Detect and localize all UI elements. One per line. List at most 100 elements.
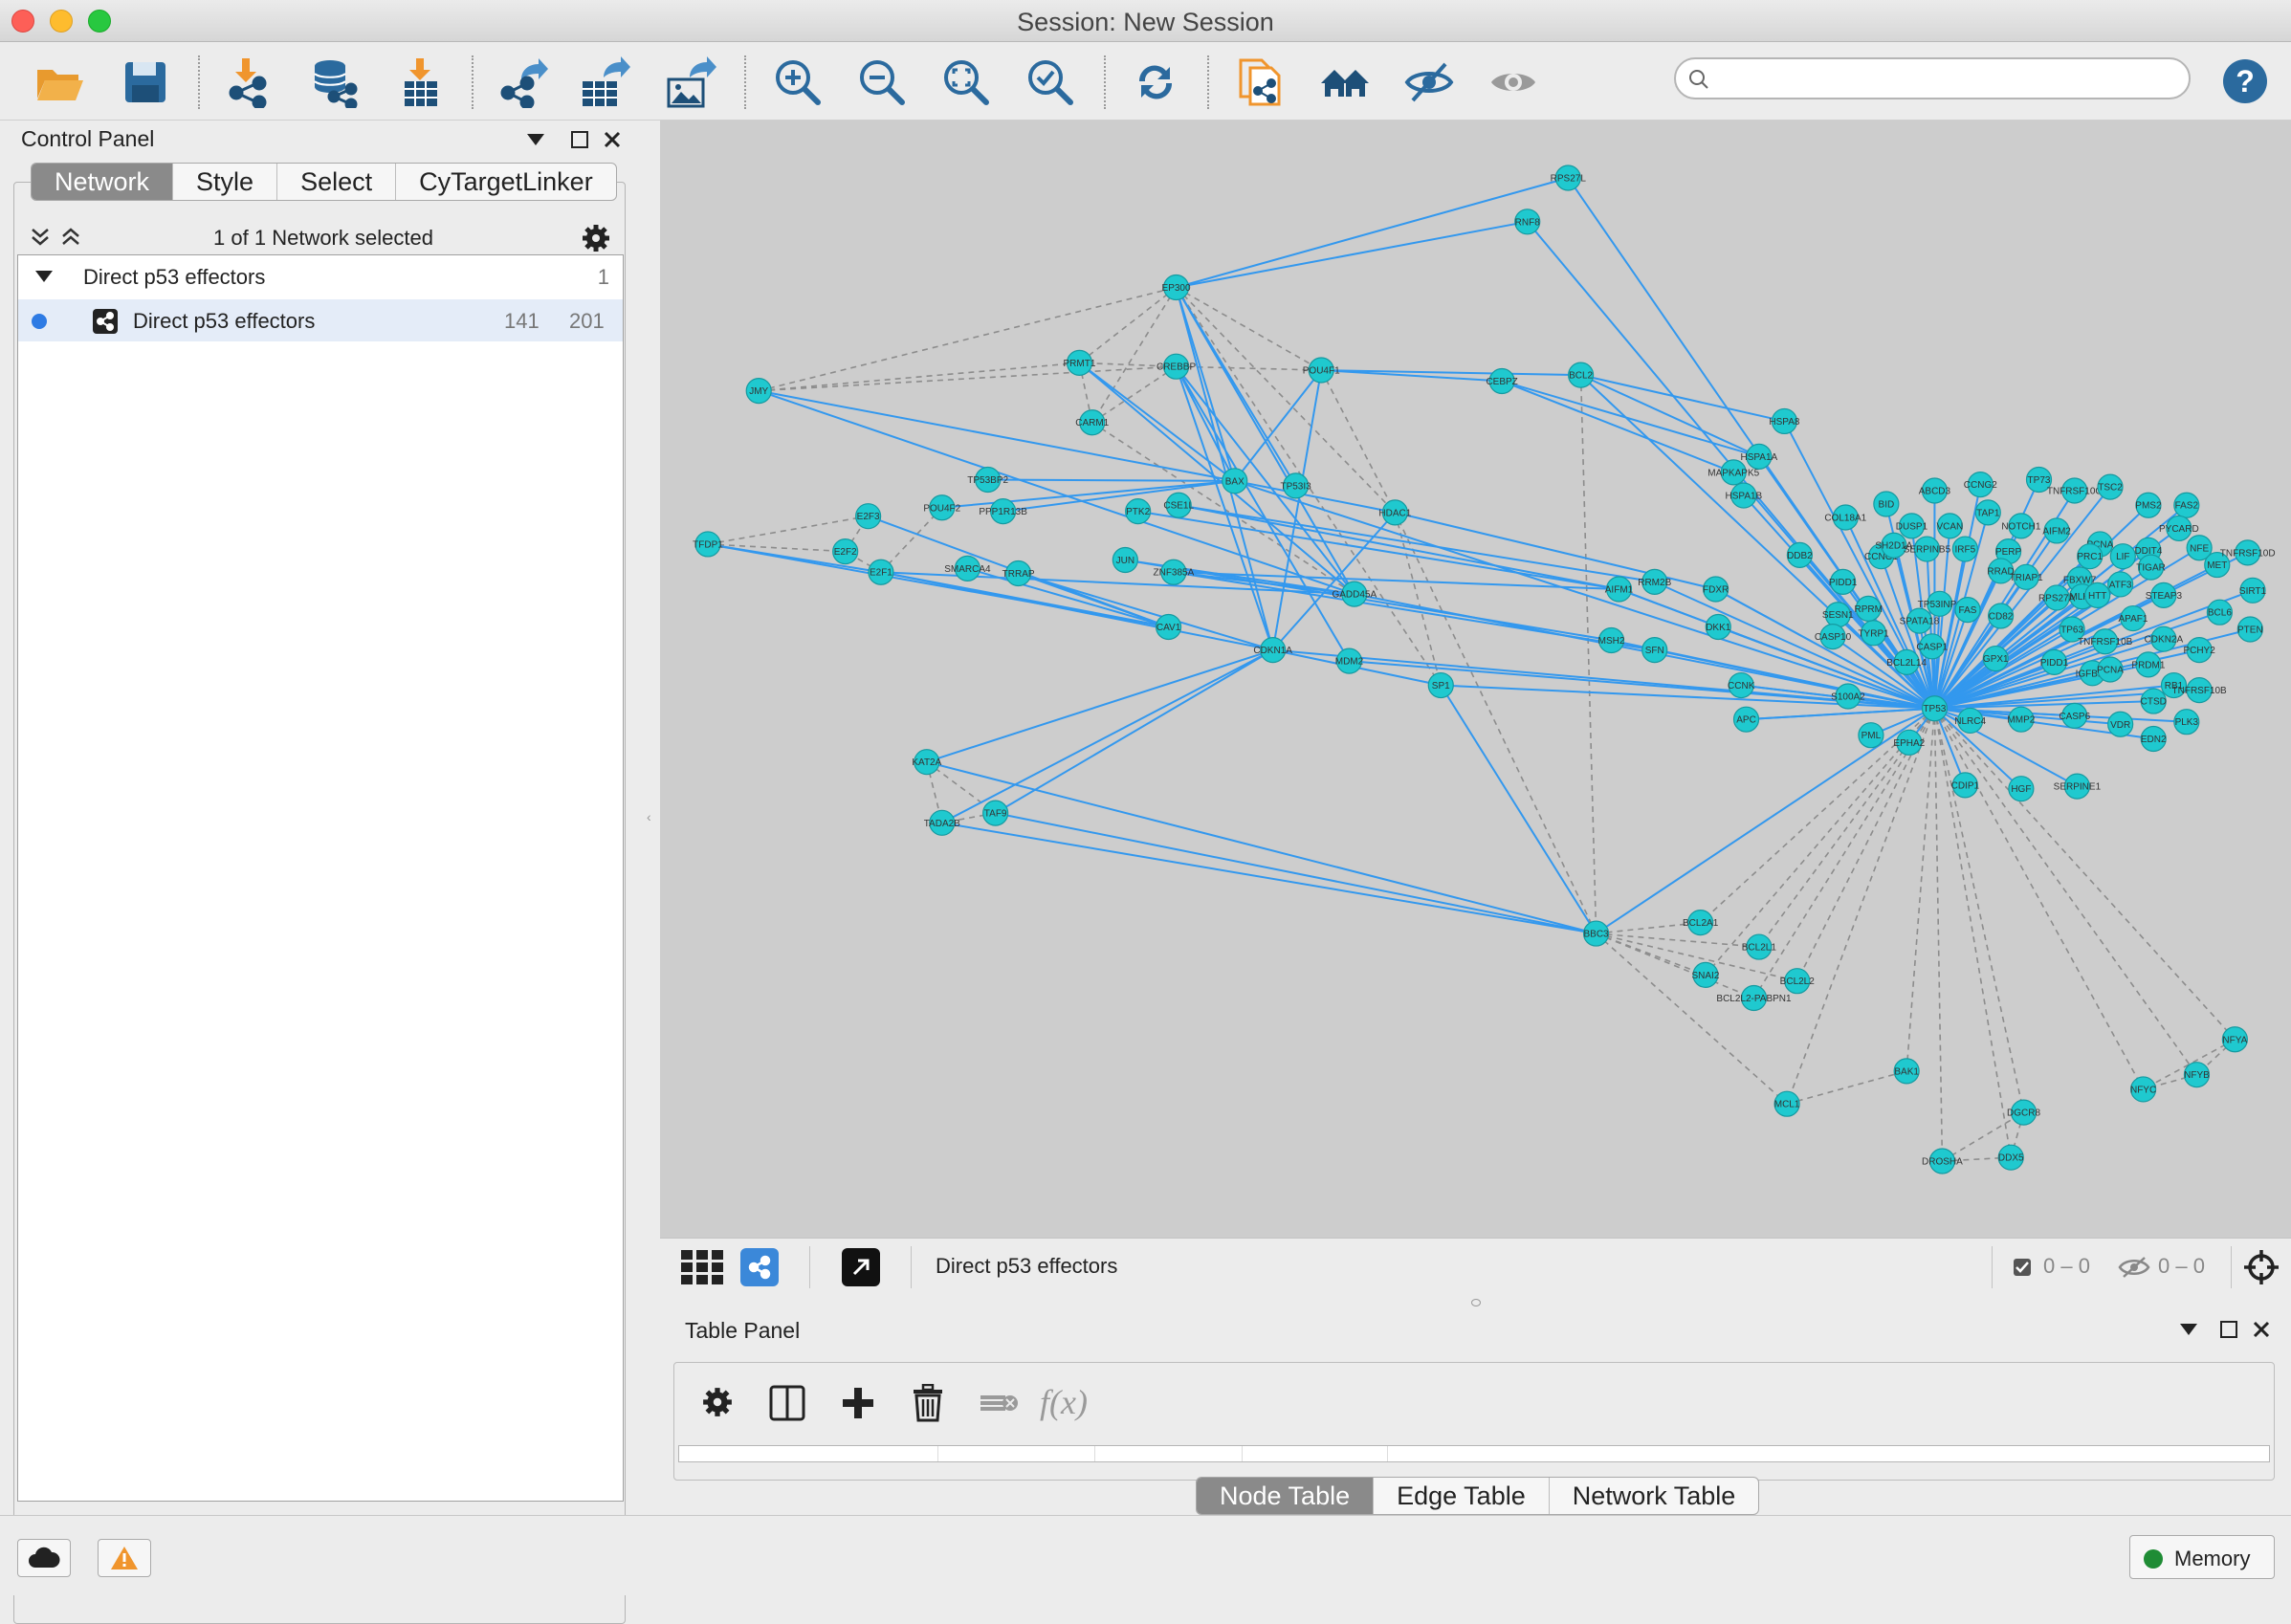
export-network-icon[interactable] bbox=[492, 52, 553, 113]
node-circle[interactable] bbox=[1987, 558, 2015, 584]
network-node[interactable]: FAS2 bbox=[2173, 492, 2200, 518]
network-node[interactable]: ABCD3 bbox=[1919, 477, 1951, 504]
network-node[interactable]: SPATA18 bbox=[1900, 607, 1940, 634]
regulation-edge[interactable] bbox=[1173, 571, 1619, 591]
network-node[interactable]: JUN bbox=[1112, 546, 1138, 574]
node-circle[interactable] bbox=[1728, 671, 1754, 699]
node-circle[interactable] bbox=[1893, 648, 1920, 675]
regulation-edge[interactable] bbox=[759, 389, 1235, 482]
node-circle[interactable] bbox=[1784, 968, 1811, 995]
node-circle[interactable] bbox=[1893, 1058, 1920, 1085]
interaction-edge[interactable] bbox=[2143, 1039, 2236, 1090]
node-circle[interactable] bbox=[1687, 910, 1714, 936]
network-node[interactable]: HDAC1 bbox=[1378, 499, 1412, 526]
regulation-edge[interactable] bbox=[1175, 286, 1297, 487]
node-circle[interactable] bbox=[1488, 367, 1515, 395]
node-circle[interactable] bbox=[1954, 597, 1981, 624]
node-circle[interactable] bbox=[1919, 633, 1946, 660]
network-node[interactable]: BAX bbox=[1222, 468, 1248, 494]
network-node[interactable]: SESN1 bbox=[1822, 602, 1854, 628]
node-circle[interactable] bbox=[855, 503, 882, 530]
node-circle[interactable] bbox=[1746, 443, 1773, 470]
search-input[interactable] bbox=[1718, 65, 2177, 92]
node-circle[interactable] bbox=[2135, 651, 2162, 678]
regulation-edge[interactable] bbox=[1933, 555, 2091, 710]
node-circle[interactable] bbox=[2013, 563, 2039, 590]
node-circle[interactable] bbox=[1855, 595, 1882, 622]
network-node[interactable]: TAP1 bbox=[1974, 499, 2001, 526]
regulation-edge[interactable] bbox=[1579, 374, 1936, 710]
interaction-edge[interactable] bbox=[1941, 1111, 2024, 1162]
zoom-out-icon[interactable] bbox=[851, 52, 913, 113]
network-node[interactable]: SERPINE1 bbox=[2054, 773, 2102, 800]
node-circle[interactable] bbox=[1554, 165, 1581, 191]
network-node[interactable]: RPS27A bbox=[2038, 584, 2076, 611]
network-node[interactable]: SP1 bbox=[1427, 671, 1454, 699]
network-node[interactable]: PTK2 bbox=[1125, 498, 1152, 525]
regulation-edge[interactable] bbox=[1176, 177, 1569, 289]
show-all-icon[interactable] bbox=[1314, 52, 1376, 113]
interaction-edge[interactable] bbox=[1933, 708, 1944, 1162]
network-node[interactable]: BCL2L2-PABPN1 bbox=[1716, 984, 1792, 1012]
regulation-edge[interactable] bbox=[1501, 380, 1760, 458]
collection-expanded-chevron-icon[interactable] bbox=[35, 271, 53, 282]
network-node[interactable]: PCNA bbox=[2097, 656, 2124, 683]
regulation-edge[interactable] bbox=[1934, 700, 2154, 710]
node-circle[interactable] bbox=[1260, 637, 1287, 664]
network-node[interactable]: E2F3 bbox=[855, 503, 882, 530]
regulation-edge[interactable] bbox=[1271, 512, 1397, 651]
network-node[interactable]: MMP2 bbox=[2007, 706, 2036, 733]
network-node[interactable]: BCL2L2 bbox=[1780, 968, 1816, 995]
network-node[interactable]: ZNF385A bbox=[1153, 559, 1195, 585]
node-circle[interactable] bbox=[1004, 560, 1032, 587]
regulation-edge[interactable] bbox=[1934, 640, 2106, 710]
network-node[interactable]: EDN2 bbox=[2140, 725, 2167, 753]
regulation-edge[interactable] bbox=[987, 478, 1235, 482]
network-node[interactable]: FDXR bbox=[1703, 576, 1729, 603]
node-circle[interactable] bbox=[2204, 551, 2231, 579]
node-circle[interactable] bbox=[2239, 577, 2266, 604]
regulation-edge[interactable] bbox=[1176, 220, 1528, 289]
regulation-edge[interactable] bbox=[1321, 369, 1503, 383]
regulation-edge[interactable] bbox=[1179, 504, 1655, 583]
delete-table-icon[interactable] bbox=[980, 1390, 1019, 1415]
node-circle[interactable] bbox=[2061, 477, 2088, 504]
network-node[interactable]: PTEN bbox=[2236, 616, 2263, 643]
network-node[interactable]: HSPA1B bbox=[1726, 482, 1763, 509]
network-node[interactable]: TRIAP1 bbox=[2010, 563, 2043, 590]
node-circle[interactable] bbox=[2150, 582, 2177, 608]
tab-style[interactable]: Style bbox=[173, 164, 278, 200]
network-node[interactable]: PIDD1 bbox=[2040, 648, 2069, 675]
regulation-edge[interactable] bbox=[967, 567, 1169, 628]
node-circle[interactable] bbox=[2186, 677, 2213, 704]
node-circle[interactable] bbox=[1692, 961, 1719, 988]
save-session-icon[interactable] bbox=[115, 52, 176, 113]
export-image-icon[interactable] bbox=[660, 52, 721, 113]
network-node[interactable]: DROSHA bbox=[1922, 1148, 1963, 1174]
network-node[interactable]: TFDP1 bbox=[693, 531, 723, 558]
network-node[interactable]: NOTCH1 bbox=[2001, 513, 2041, 539]
node-circle[interactable] bbox=[1641, 568, 1668, 595]
network-node[interactable]: AIFM2 bbox=[2042, 517, 2071, 544]
network-node[interactable]: NFYA bbox=[2221, 1026, 2248, 1053]
network-node[interactable]: HTT bbox=[2084, 582, 2111, 608]
network-node[interactable]: AIFM1 bbox=[1605, 576, 1634, 603]
network-node[interactable]: SNAI2 bbox=[1692, 961, 1720, 988]
regulation-edge[interactable] bbox=[1580, 374, 1785, 423]
regulation-edge[interactable] bbox=[1934, 611, 2220, 710]
interaction-edge[interactable] bbox=[1579, 375, 1597, 934]
node-circle[interactable] bbox=[868, 559, 894, 585]
network-node[interactable]: HSPA1A bbox=[1740, 443, 1778, 470]
node-circle[interactable] bbox=[2173, 492, 2200, 518]
network-node[interactable]: DGCR8 bbox=[2007, 1099, 2040, 1126]
interaction-edge[interactable] bbox=[1596, 933, 1754, 999]
network-node[interactable]: PRDM1 bbox=[2131, 651, 2166, 678]
node-circle[interactable] bbox=[1641, 637, 1668, 664]
node-circle[interactable] bbox=[1283, 472, 1310, 499]
node-circle[interactable] bbox=[2140, 725, 2167, 753]
interaction-edge[interactable] bbox=[1933, 708, 2145, 1090]
network-node[interactable]: CCNG2 bbox=[1964, 472, 1997, 498]
regulation-edge[interactable] bbox=[1234, 479, 1935, 710]
node-circle[interactable] bbox=[1427, 671, 1454, 699]
node-circle[interactable] bbox=[1951, 772, 1978, 799]
